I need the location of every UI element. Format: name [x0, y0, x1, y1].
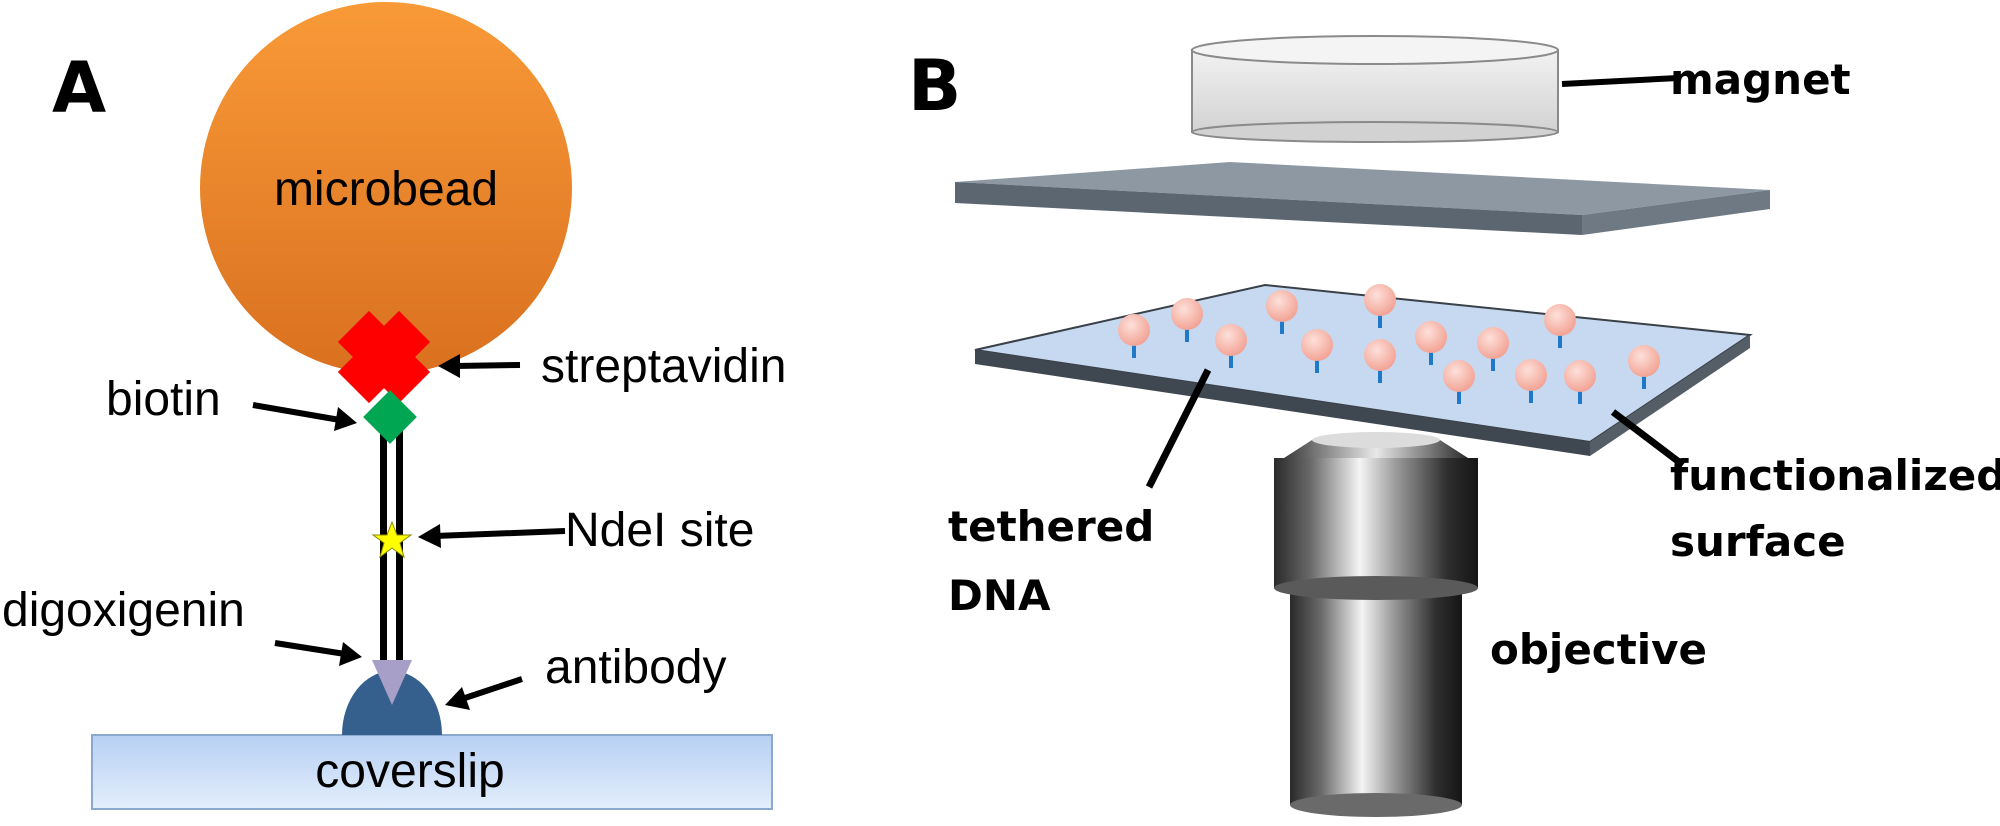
streptavidin [337, 310, 431, 404]
panel-a-arrows [252, 354, 566, 710]
tethered-bead [1118, 314, 1150, 358]
digoxigenin-label: digoxigenin [2, 584, 245, 637]
microbead [200, 2, 572, 374]
objective-label: objective [1490, 625, 1707, 674]
digoxigenin-arrowhead [339, 642, 362, 666]
tethered-bead [1415, 321, 1447, 365]
objective [1274, 432, 1478, 817]
tethered-bead [1215, 324, 1247, 368]
top-plate [955, 162, 1770, 235]
tethered-bead [1515, 359, 1547, 403]
biotin-label: biotin [106, 373, 221, 426]
tethered-bead [1443, 360, 1475, 404]
magnet-label: magnet [1670, 55, 1851, 104]
ndei-site-arrow [434, 528, 566, 539]
digoxigenin [372, 660, 412, 705]
streptavidin-label: streptavidin [541, 340, 786, 393]
tethered-bead [1364, 339, 1396, 383]
magnet [1191, 35, 1559, 143]
tethered-bead [1364, 284, 1396, 328]
tethered-bead [1564, 360, 1596, 404]
tethered-bead [1301, 329, 1333, 373]
panel-b-letter: B [908, 45, 961, 127]
functionalized-surface-leader-line [1610, 409, 1686, 468]
ndei-site-star-icon [371, 520, 413, 559]
tethered-bead [1477, 327, 1509, 371]
biotin [363, 390, 417, 444]
biotin-arrowhead [334, 407, 357, 431]
functionalized-surface-label-line2: surface [1670, 517, 1846, 566]
streptavidin-arrowhead [438, 354, 460, 378]
tethered-beads [1118, 284, 1660, 404]
coverslip [91, 734, 773, 810]
ndei-site-arrowhead [418, 524, 441, 548]
tethered-bead [1544, 304, 1576, 348]
ndei-site-label: NdeI site [565, 504, 754, 557]
antibody-arrowhead [445, 687, 470, 710]
tethered-dna-leader-line [1145, 368, 1212, 489]
tethered-bead [1266, 290, 1298, 334]
tethered-bead [1171, 298, 1203, 342]
antibody-label: antibody [545, 641, 726, 694]
panel-a: A microbead coverslip [2, 2, 786, 810]
streptavidin-arrow [454, 362, 521, 369]
panel-a-letter: A [52, 47, 106, 129]
microbead-label: microbead [274, 163, 498, 216]
functionalized-surface-label-line1: functionalized [1670, 451, 2000, 500]
panel-b: B magnet [908, 35, 2000, 817]
tethered-bead [1628, 345, 1660, 389]
antibody-arrow [461, 676, 523, 702]
digoxigenin-arrow [274, 640, 346, 657]
tethered-dna-label-line1: tethered [948, 502, 1154, 551]
biotin-arrow [252, 402, 341, 423]
tethered-dna-label-line2: DNA [948, 571, 1051, 620]
magnet-leader-line [1561, 75, 1679, 87]
coverslip-label: coverslip [315, 745, 504, 798]
